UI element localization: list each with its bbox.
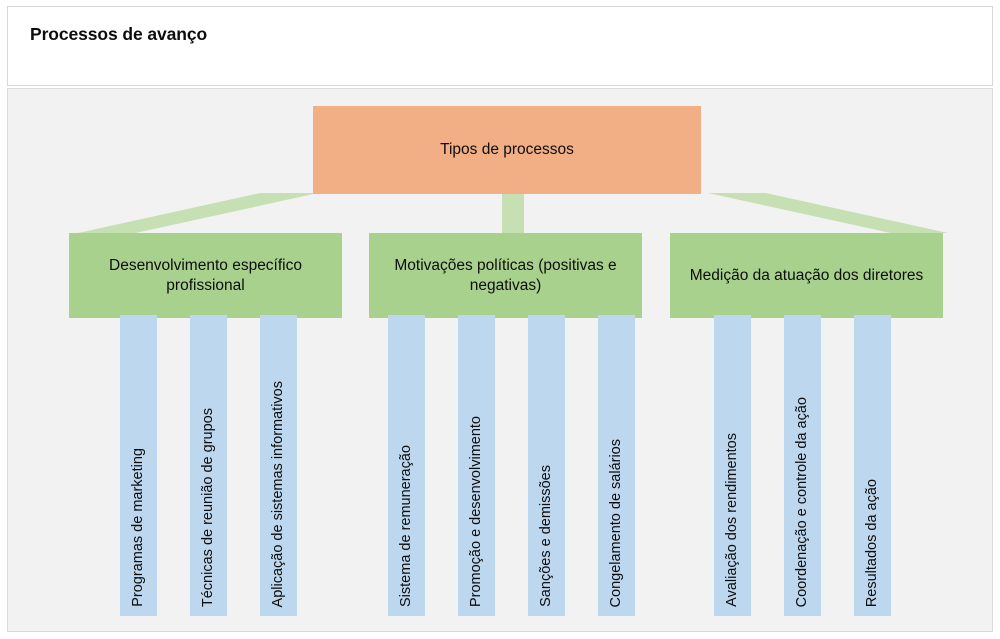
leaf-node-2-3[interactable]: Sanções e demissões	[528, 315, 565, 616]
leaf-node-3-2[interactable]: Coordenação e controle da ação	[784, 315, 821, 616]
leaf-node-1-1[interactable]: Programas de marketing	[120, 315, 157, 616]
connector-root-to-branch-2	[502, 193, 524, 233]
leaf-node-3-3-label: Resultados da ação	[864, 478, 881, 607]
leaf-node-3-1-label: Avaliação dos rendimentos	[724, 433, 741, 607]
root-node[interactable]: Tipos de processos	[313, 106, 701, 194]
leaf-node-1-2-label: Técnicas de reunião de grupos	[200, 407, 217, 607]
branch-node-1[interactable]: Desenvolvimento específico profissional	[69, 233, 342, 318]
branch-node-3[interactable]: Medição da atuação dos diretores	[670, 233, 943, 318]
branch-node-2[interactable]: Motivações políticas (positivas e negati…	[369, 233, 642, 318]
branch-node-1-label: Desenvolvimento específico profissional	[109, 257, 302, 294]
diagram-canvas: Tipos de processos Desenvolvimento espec…	[7, 88, 993, 632]
leaf-node-2-2-label: Promoção e desenvolvimento	[468, 415, 485, 607]
leaf-node-2-1-label: Sistema de remuneração	[398, 445, 415, 607]
connector-root-to-branch-1	[78, 193, 318, 233]
connector-root-to-branch-3	[708, 193, 948, 233]
leaf-node-1-3-label: Aplicação de sistemas informativos	[270, 380, 287, 607]
leaf-node-3-3[interactable]: Resultados da ação	[854, 315, 891, 616]
leaf-node-2-4-label: Congelamento de salários	[608, 438, 625, 607]
branch-node-3-label: Medição da atuação dos diretores	[689, 266, 924, 284]
leaf-node-3-1[interactable]: Avaliação dos rendimentos	[714, 315, 751, 616]
leaf-node-1-1-label: Programas de marketing	[130, 448, 147, 607]
header-band: Processos de avanço	[7, 6, 993, 86]
leaf-node-2-2[interactable]: Promoção e desenvolvimento	[458, 315, 495, 616]
leaf-node-1-2[interactable]: Técnicas de reunião de grupos	[190, 315, 227, 616]
root-node-label: Tipos de processos	[440, 141, 574, 159]
branch-node-2-label: Motivações políticas (positivas e negati…	[394, 257, 617, 294]
leaf-node-3-2-label: Coordenação e controle da ação	[794, 396, 811, 607]
leaf-node-1-3[interactable]: Aplicação de sistemas informativos	[260, 315, 297, 616]
page-title: Processos de avanço	[30, 24, 208, 44]
leaf-node-2-4[interactable]: Congelamento de salários	[598, 315, 635, 616]
leaf-node-2-1[interactable]: Sistema de remuneração	[388, 315, 425, 616]
leaf-node-2-3-label: Sanções e demissões	[538, 465, 555, 607]
